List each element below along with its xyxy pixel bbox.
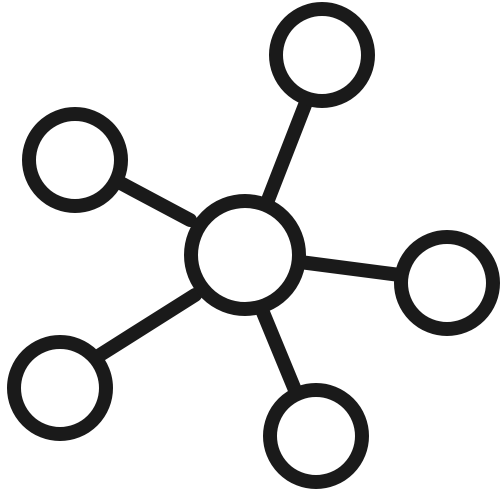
connector-line-right: [293, 255, 407, 282]
node-circle-hub: [184, 194, 306, 316]
node-circle-top-right: [269, 2, 375, 108]
connector-line-bottom-left: [93, 288, 202, 362]
node-circle-bottom: [263, 383, 369, 489]
connector-line-top-left: [108, 173, 197, 227]
node-circle-bottom-left: [7, 335, 113, 441]
connector-line-top-right: [261, 98, 312, 207]
node-circle-top-left: [22, 107, 128, 213]
node-circle-right: [394, 230, 500, 336]
connector-line-bottom: [255, 303, 302, 397]
